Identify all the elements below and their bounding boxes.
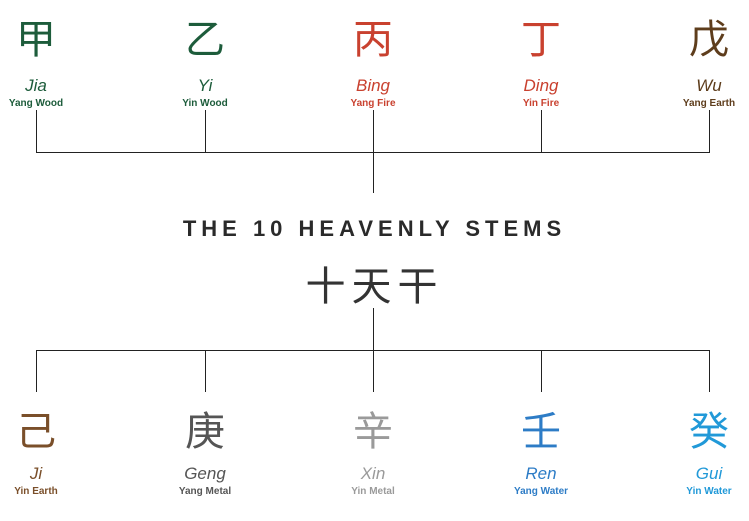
stem-name: Ren [525, 464, 557, 483]
stem-gui: 癸 Gui Yin Water [649, 410, 749, 498]
stem-element: Yang Fire [350, 98, 396, 109]
connector [36, 152, 710, 153]
connector [36, 350, 710, 351]
stem-character: 丁 [521, 17, 561, 63]
stem-element: Yang Wood [8, 98, 64, 109]
stem-wu: 戊 Wu Yang Earth [649, 18, 749, 110]
stem-bing: 丙 Bing Yang Fire [313, 18, 433, 110]
stem-ren: 壬 Ren Yang Water [481, 410, 601, 498]
stem-character: 戊 [689, 17, 729, 63]
connector [205, 110, 206, 152]
connector [709, 350, 710, 392]
stem-yi: 乙 Yi Yin Wood [145, 18, 265, 110]
stem-name: Gui [695, 464, 723, 483]
connector [709, 110, 710, 152]
stem-ji: 己 Ji Yin Earth [0, 410, 96, 498]
stem-character: 壬 [521, 409, 561, 455]
stem-xin: 辛 Xin Yin Metal [313, 410, 433, 498]
stem-character: 庚 [185, 409, 225, 455]
stem-character: 癸 [689, 409, 729, 455]
stem-element: Yin Metal [351, 486, 395, 497]
stem-element: Yin Wood [182, 98, 228, 109]
stem-element: Yin Earth [14, 486, 58, 497]
stem-name: Geng [184, 464, 226, 483]
diagram-title: THE 10 HEAVENLY STEMS [182, 216, 567, 241]
connector [373, 110, 374, 193]
connector [541, 350, 542, 392]
connector [36, 350, 37, 392]
stem-element: Yang Water [513, 486, 569, 497]
stem-geng: 庚 Geng Yang Metal [145, 410, 265, 498]
connector [205, 350, 206, 392]
connector [541, 110, 542, 152]
stem-jia: 甲 Jia Yang Wood [0, 18, 96, 110]
stem-character: 丙 [353, 17, 393, 63]
stem-character: 辛 [353, 409, 393, 455]
connector [36, 110, 37, 152]
stem-element: Yang Earth [682, 98, 736, 109]
diagram-subtitle-chinese: 十天干 [305, 264, 444, 310]
stem-character: 甲 [16, 17, 56, 63]
stem-name: Yi [197, 76, 213, 95]
stem-character: 乙 [185, 17, 225, 63]
stem-name: Ding [523, 76, 559, 95]
stem-element: Yang Metal [178, 486, 232, 497]
stem-name: Bing [355, 76, 391, 95]
stem-name: Wu [696, 76, 722, 95]
stem-name: Ji [29, 464, 43, 483]
stem-ding: 丁 Ding Yin Fire [481, 18, 601, 110]
stem-character: 己 [16, 409, 56, 455]
stem-name: Jia [25, 76, 47, 95]
stem-element: Yin Water [686, 486, 732, 497]
stem-name: Xin [360, 464, 386, 483]
stem-element: Yin Fire [522, 98, 560, 109]
